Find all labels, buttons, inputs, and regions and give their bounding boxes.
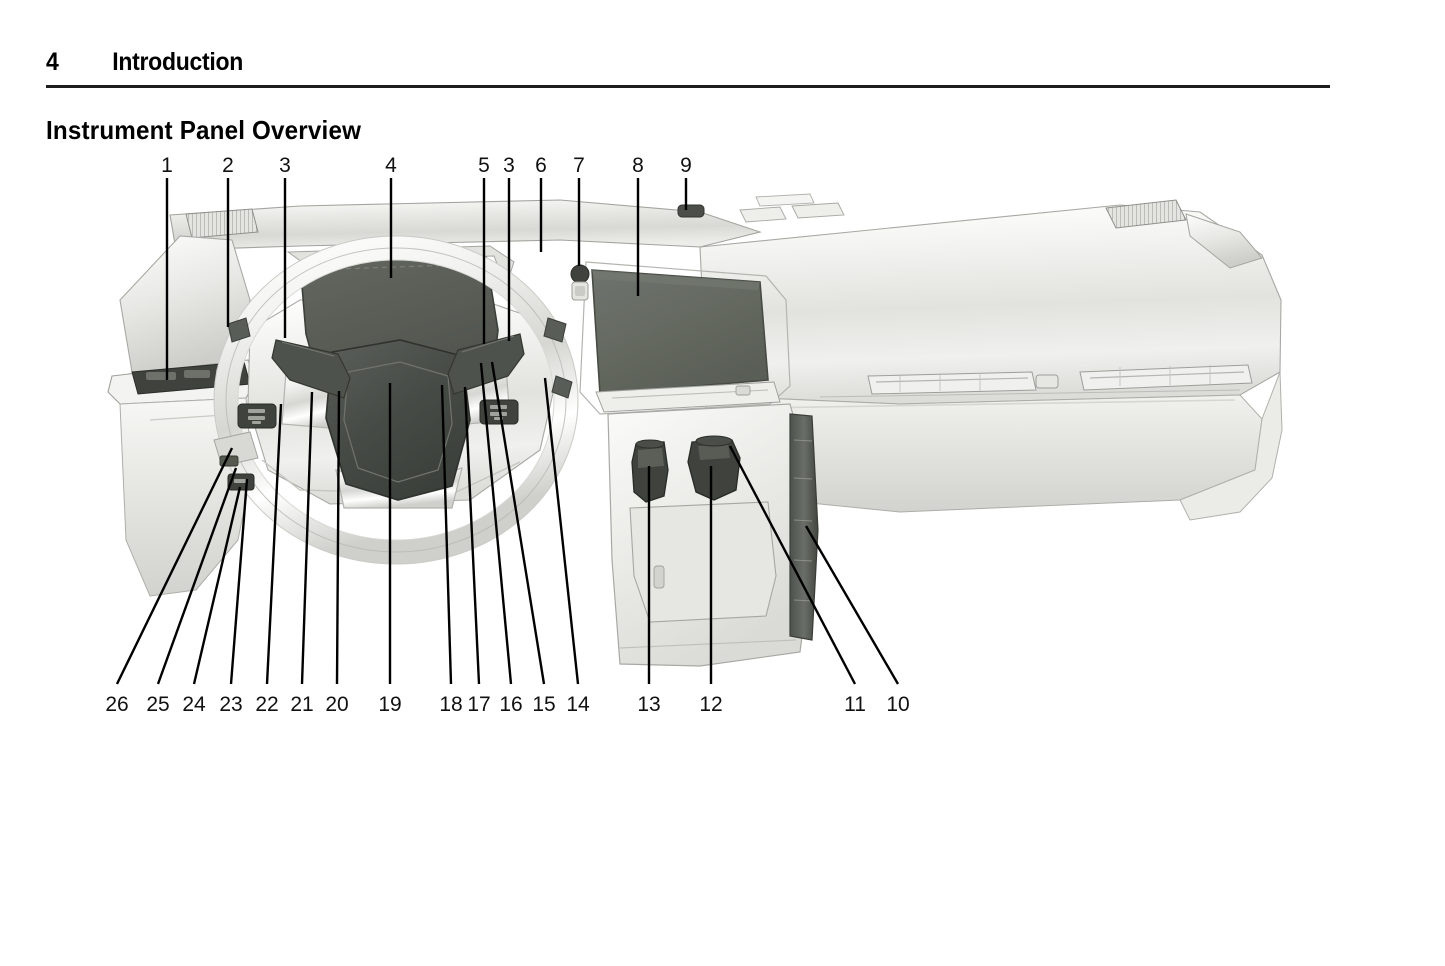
header-divider-rule [46,85,1330,88]
left-wheel-controls[interactable] [237,403,277,429]
callout-label-top-2: 2 [222,154,234,177]
callout-label-bottom-3: 24 [182,693,206,716]
callout-label-bottom-12: 15 [532,693,556,716]
callout-label-top-6: 3 [503,154,515,177]
callout-label-bottom-16: 11 [844,693,866,716]
callout-label-bottom-15: 12 [699,693,723,716]
callout-label-bottom-4: 23 [219,693,243,716]
center-console [607,403,819,667]
callout-label-bottom-2: 25 [146,693,170,716]
page-header: 4 Introduction [46,48,1330,88]
callout-label-bottom-1: 26 [105,693,129,716]
callout-label-bottom-5: 22 [255,693,279,716]
callout-label-bottom-10: 17 [467,693,491,716]
dash-top-strip [169,193,845,251]
passenger-air-vent [867,364,1253,395]
chapter-name: Introduction [112,48,244,76]
dashboard-illustration [107,193,1283,667]
callout-label-bottom-11: 16 [499,693,523,716]
callout-label-bottom-17: 10 [886,693,910,716]
infotainment-screen[interactable] [591,269,769,395]
callout-leader-lines [115,178,900,685]
callout-label-top-3: 3 [279,154,291,177]
callout-label-top-10: 9 [680,154,692,177]
callout-label-top-5: 5 [478,154,490,177]
callout-label-bottom-6: 21 [290,693,314,716]
transmission-shift-control[interactable] [687,435,741,501]
callout-label-top-1: 1 [161,154,173,177]
top-center-control[interactable] [677,204,705,218]
callout-label-bottom-9: 18 [439,693,463,716]
console-storage-bin[interactable] [629,501,777,623]
callout-label-top-7: 6 [535,154,547,177]
dash-top-sensor-knob[interactable] [570,264,590,301]
callout-label-bottom-13: 14 [566,693,590,716]
callout-label-bottom-7: 20 [325,693,349,716]
header-row: 4 Introduction [46,48,1227,77]
page-number: 4 [46,48,59,76]
callout-label-top-9: 8 [632,154,644,177]
steering-column-stalks[interactable] [271,333,525,399]
page-title: Instrument Panel Overview [46,115,362,146]
passenger-side-dash [699,199,1283,521]
callout-label-top-4: 4 [385,154,397,177]
callout-label-bottom-14: 13 [637,693,661,716]
right-defroster-grille [1105,199,1187,229]
callout-label-top-8: 7 [573,154,585,177]
center-defroster-vents [739,193,845,223]
lower-driver-switch-bank[interactable] [213,431,259,491]
center-vertical-vent [789,413,819,641]
center-stack-bezel [579,261,791,415]
callout-label-bottom-8: 19 [378,693,402,716]
